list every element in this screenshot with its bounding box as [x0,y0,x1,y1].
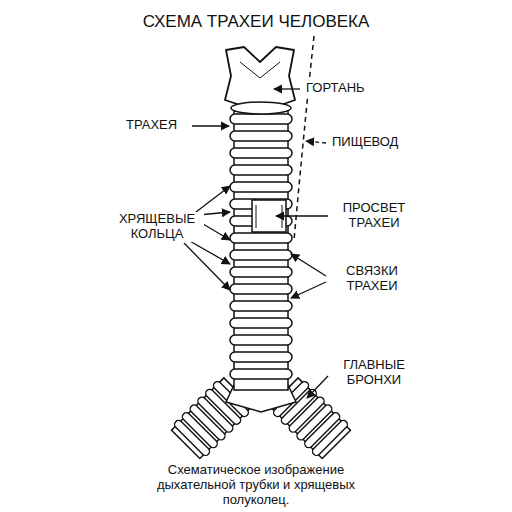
leader-line [274,88,300,89]
cartilage-ring [230,182,292,192]
cartilage-ring [230,301,292,311]
cartilage-ring [230,250,292,260]
leader-line [276,215,328,216]
part-label: ПИЩЕВОД [330,135,424,150]
leader-lines [184,89,328,398]
lumen-line [256,205,257,228]
cartilage-ring [230,233,292,243]
larynx-detail [240,62,280,78]
leader-line [306,141,326,143]
leader-line [291,254,326,276]
leader-line [190,125,229,126]
leader-line [188,240,230,264]
part-label: ТРАХЕЯ [124,118,192,133]
cartilage-ring [230,318,292,328]
leader-line [184,243,230,290]
cartilage-ring [230,165,292,175]
part-label: СВЯЗКИ ТРАХЕИ [330,264,414,294]
part-label: ГЛАВНЫЕ БРОНХИ [332,358,416,388]
cartilage-ring [230,131,292,141]
diagram-caption: Схематическое изображение дыхательной тр… [136,463,376,508]
cartilage-ring [230,369,292,379]
part-label: ХРЯЩЕВЫЕ КОЛЬЦА [110,212,204,242]
esophagus-line [294,36,314,240]
cricoid-cartilage [231,102,291,114]
cartilage-ring [230,267,292,277]
part-label: ПРОСВЕТ ТРАХЕИ [332,201,416,231]
leader-line [307,376,328,398]
bronchus-ring [173,419,211,457]
cartilage-ring [230,114,292,124]
bronchus-ring [311,419,349,457]
cartilage-ring [230,284,292,294]
cartilage-ring [230,335,292,345]
cartilage-ring [230,148,292,158]
cartilage-rings [230,114,292,379]
part-label: ГОРТАНЬ [304,81,398,96]
diagram-title: СХЕМА ТРАХЕИ ЧЕЛОВЕКА [0,12,512,32]
leader-line [196,186,230,212]
leader-line [291,282,326,298]
cartilage-ring [230,352,292,362]
